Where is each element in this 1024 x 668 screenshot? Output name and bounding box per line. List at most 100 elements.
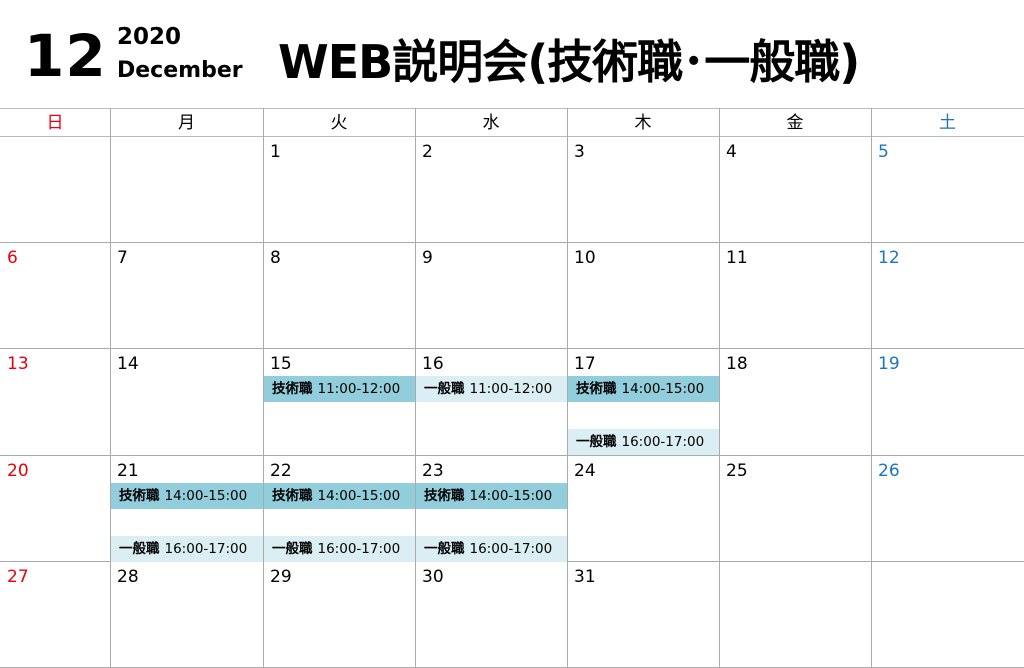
event-time: 16:00-17:00 [317, 540, 401, 557]
day-number: 28 [117, 566, 139, 587]
event-time: 14:00-15:00 [621, 381, 705, 398]
event-label: 技術職 [576, 381, 617, 398]
day-number: 29 [270, 566, 292, 587]
day-number: 25 [726, 460, 748, 481]
event-label: 一般職 [119, 540, 160, 557]
column-divider [263, 108, 264, 668]
day-cell[interactable]: 13 [0, 349, 110, 456]
day-cell[interactable]: 9 [415, 243, 567, 350]
day-number: 22 [270, 460, 292, 481]
event-label: 一般職 [424, 381, 465, 398]
day-number: 21 [117, 460, 139, 481]
day-number: 1 [270, 142, 281, 162]
day-number: 20 [7, 460, 29, 481]
day-number: 9 [422, 248, 433, 269]
event-label: 一般職 [272, 540, 313, 557]
day-cell[interactable] [0, 137, 110, 244]
day-cell[interactable]: 5 [871, 137, 1024, 244]
column-divider [567, 108, 568, 668]
day-number: 13 [7, 354, 29, 375]
day-cell[interactable]: 24 [567, 456, 719, 562]
day-number: 2 [422, 142, 433, 162]
event-time: 14:00-15:00 [164, 487, 248, 504]
day-cell[interactable]: 20 [0, 456, 110, 562]
day-number: 19 [878, 354, 900, 375]
day-cell[interactable]: 14 [110, 349, 263, 456]
event-label: 一般職 [424, 540, 465, 557]
day-cell[interactable]: 31 [567, 562, 719, 668]
day-number: 11 [726, 248, 748, 269]
day-cell[interactable]: 19 [871, 349, 1024, 456]
day-number: 26 [878, 460, 900, 481]
day-number: 8 [270, 248, 281, 269]
column-divider [871, 108, 872, 668]
day-number: 12 [878, 248, 900, 269]
event-time: 14:00-15:00 [317, 487, 401, 504]
day-cell[interactable]: 7 [110, 243, 263, 350]
page-title: WEB説明会(技術職･一般職) [278, 35, 860, 89]
day-number: 3 [574, 142, 585, 162]
day-number: 27 [7, 566, 29, 587]
day-number: 6 [7, 248, 18, 269]
event-time: 11:00-12:00 [469, 381, 553, 398]
day-cell[interactable]: 28 [110, 562, 263, 668]
day-cell[interactable]: 4 [719, 137, 871, 244]
day-number: 5 [878, 142, 889, 162]
weekday-header: 木 [567, 108, 719, 137]
weekday-header: 火 [263, 108, 415, 137]
column-divider [719, 108, 720, 668]
event-time: 16:00-17:00 [469, 540, 553, 557]
month-name: December [117, 58, 243, 83]
event-time: 11:00-12:00 [317, 381, 401, 398]
day-cell[interactable] [871, 562, 1024, 668]
day-cell[interactable]: 3 [567, 137, 719, 244]
day-cell[interactable] [719, 562, 871, 668]
event-label: 技術職 [119, 487, 160, 504]
day-cell[interactable]: 27 [0, 562, 110, 668]
weekday-header: 土 [871, 108, 1024, 137]
column-divider [415, 108, 416, 668]
day-number: 16 [422, 354, 444, 375]
weekday-header: 水 [415, 108, 567, 137]
day-cell[interactable]: 18 [719, 349, 871, 456]
day-cell[interactable]: 25 [719, 456, 871, 562]
event-time: 16:00-17:00 [621, 434, 705, 451]
weekday-header: 月 [110, 108, 263, 137]
day-cell[interactable]: 26 [871, 456, 1024, 562]
weekday-header: 日 [0, 108, 110, 137]
day-number: 10 [574, 248, 596, 269]
day-cell[interactable]: 1 [263, 137, 415, 244]
day-cell[interactable]: 8 [263, 243, 415, 350]
day-cell[interactable]: 11 [719, 243, 871, 350]
day-cell[interactable] [110, 137, 263, 244]
column-divider [110, 108, 111, 668]
day-cell[interactable]: 6 [0, 243, 110, 350]
day-cell[interactable]: 12 [871, 243, 1024, 350]
day-cell[interactable]: 29 [263, 562, 415, 668]
event-label: 技術職 [272, 381, 313, 398]
day-number: 18 [726, 354, 748, 375]
event-label: 技術職 [272, 487, 313, 504]
day-cell[interactable]: 10 [567, 243, 719, 350]
event-label: 一般職 [576, 434, 617, 451]
day-cell[interactable]: 30 [415, 562, 567, 668]
day-cell[interactable]: 2 [415, 137, 567, 244]
day-number: 31 [574, 566, 596, 587]
